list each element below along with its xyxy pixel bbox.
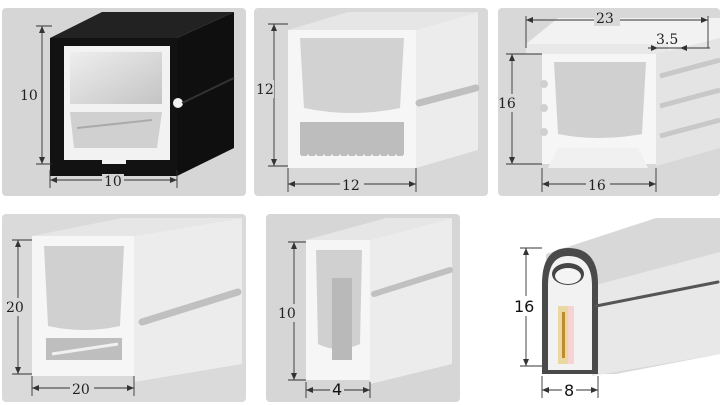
profile-top-face [32,218,242,236]
serrated-base [300,154,404,164]
width-dimension-label: 12 [342,178,360,194]
height-dimension-label: 16 [498,96,516,112]
profile-panel-20x20: 20 20 [2,214,246,402]
mounting-groove [138,288,242,326]
profile-20x20-drawing: 20 20 [4,218,242,398]
diffuser-window [70,52,162,104]
mounting-groove [415,84,480,107]
flange-dimension-label: 3.5 [656,32,678,48]
width-dimension-label: 8 [564,381,574,400]
width-dimension-label: 16 [588,178,606,194]
mounting-groove [371,267,453,297]
mounting-groove [594,280,720,308]
profile-side-face [134,218,242,382]
profile-12x12-drawing: 12 12 [256,12,480,194]
height-dimension-label: 16 [514,297,534,316]
profile-panel-10x10: 10 10 [2,8,246,196]
height-dimension-label: 10 [278,306,296,322]
led-strip-slot [332,278,352,360]
profile-8x16-drawing: 16 8 [512,218,720,400]
mounting-groove [173,98,183,108]
width-dimension-label: 4 [332,380,342,399]
diffuser-window [300,38,404,113]
profile-base [548,148,648,168]
height-dimension-label: 20 [6,300,24,316]
profile-4x10-drawing: 10 4 [276,218,453,399]
height-dimension-label: 10 [20,88,38,104]
top-width-dimension-label: 23 [596,11,614,27]
profile-panel-12x12: 12 12 [254,8,488,196]
profile-10x10-drawing: 10 10 [20,12,235,190]
width-dimension-label: 20 [72,382,90,398]
profile-panel-8x16: 16 8 [506,214,720,402]
diffuser-window [554,62,646,138]
profile-top-face [50,12,234,38]
profile-side-face [416,12,478,168]
led-channel [300,122,404,156]
profile-side-face [177,12,234,176]
width-dimension-label: 10 [104,174,122,190]
profile-side-face [370,218,452,384]
profile-base-slot [102,148,126,164]
profile-side-face [592,252,720,376]
led-strip-line [76,119,153,129]
profile-top-face [288,12,478,30]
led-channel [70,112,162,148]
profile-top-face [306,218,452,240]
profile-panel-16x16: 23 3.5 16 16 [498,8,720,196]
height-dimension-label: 12 [256,82,274,98]
diffuser-window [44,246,124,330]
profile-16x16-drawing: 23 3.5 16 16 [498,10,720,194]
profile-panel-4x10: 10 4 [266,214,460,402]
